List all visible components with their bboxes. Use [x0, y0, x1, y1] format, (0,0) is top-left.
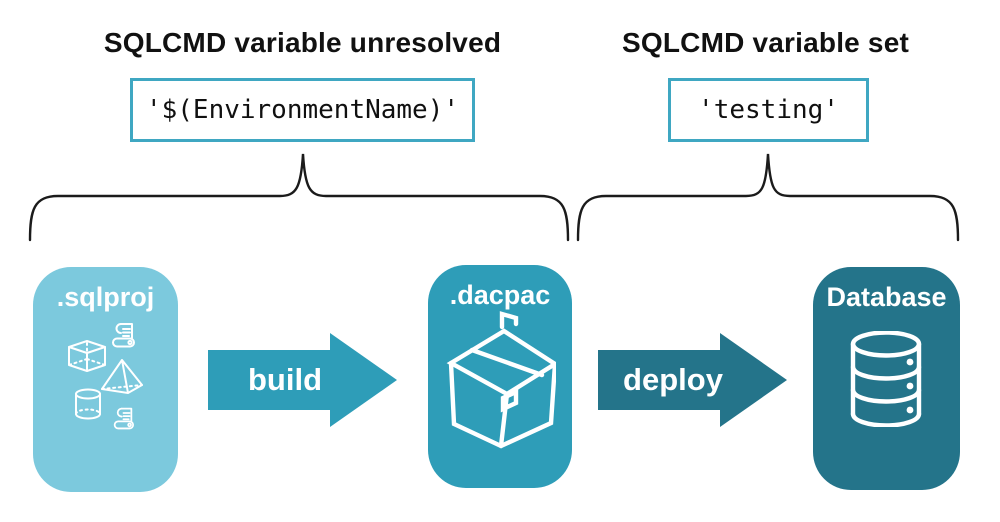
stage-card-dacpac: .dacpac	[428, 265, 572, 488]
cube-icon	[68, 340, 106, 372]
stage-label-dacpac: .dacpac	[449, 280, 551, 310]
left-curly-brace	[28, 153, 570, 242]
stage-card-database: Database	[813, 267, 960, 490]
build-arrow	[208, 333, 397, 427]
heading-variable-unresolved: SQLCMD variable unresolved	[103, 27, 502, 58]
stage-card-sqlproj: .sqlproj	[33, 267, 178, 492]
deploy-arrow-label: deploy	[623, 362, 723, 397]
stage-label-database: Database	[826, 282, 947, 312]
right-curly-brace	[576, 153, 960, 242]
pyramid-icon	[101, 359, 143, 394]
cylinder-icon	[75, 388, 101, 420]
build-arrow-label: build	[247, 362, 323, 397]
value-unresolved-text: '$(EnvironmentName)'	[145, 95, 460, 125]
heading-variable-set: SQLCMD variable set	[622, 27, 909, 58]
script-scroll-icon	[112, 323, 135, 348]
script-scroll-icon	[113, 407, 134, 430]
deploy-arrow	[598, 333, 787, 427]
value-set-text: 'testing'	[698, 95, 839, 125]
database-icon	[850, 331, 922, 427]
value-box-unresolved: '$(EnvironmentName)'	[130, 78, 475, 142]
package-icon	[446, 311, 556, 449]
value-box-set: 'testing'	[668, 78, 869, 142]
sql-objects-icon	[68, 323, 143, 430]
stage-label-sqlproj: .sqlproj	[56, 282, 155, 312]
